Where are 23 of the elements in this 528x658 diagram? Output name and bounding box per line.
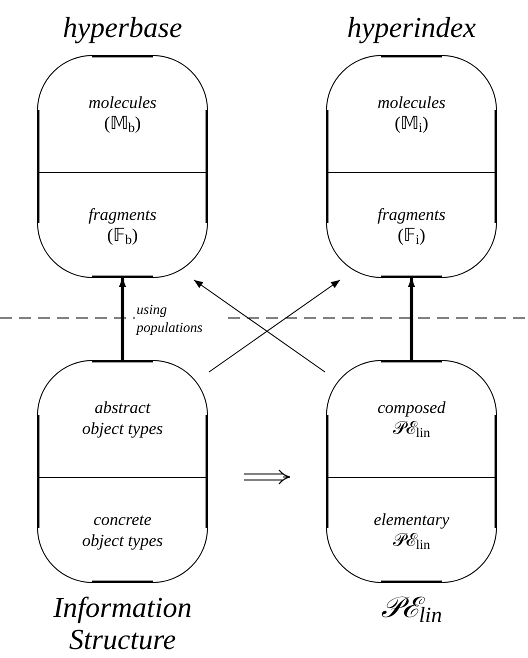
compartment-label: abstract object types <box>81 398 164 439</box>
compartment-label: fragments <box>88 204 156 225</box>
diagram-heading: hyperbase <box>62 13 184 45</box>
arrow <box>118 278 126 360</box>
diagram-heading: 𝒫ℰ$_{lin}$ <box>380 593 443 625</box>
compartment-label: (𝔽$_{b}$) <box>107 224 138 246</box>
compartment-label: concrete object types <box>81 510 164 551</box>
compartment-label: (𝕄$_{b}$) <box>104 112 141 134</box>
arrow <box>194 280 326 372</box>
diagram-heading: hyperindex <box>346 13 477 45</box>
compartment-label: molecules <box>88 92 156 113</box>
compartment-label: (𝔽$_{i}$) <box>398 224 426 246</box>
compartment-label: composed <box>378 398 446 418</box>
compartment-label: 𝒫ℰ$_{lin}$ <box>392 418 430 440</box>
compartment-label: 𝒫ℰ$_{lin}$ <box>392 530 430 552</box>
diagram-heading: Information Structure <box>52 593 193 657</box>
compartment-label: elementary <box>374 510 450 530</box>
compartment-label: (𝕄$_{i}$) <box>394 112 428 134</box>
double-arrow <box>244 469 291 485</box>
compartment-label: fragments <box>378 204 446 225</box>
compartment-label: molecules <box>378 92 446 113</box>
arrow <box>408 278 416 360</box>
arrow <box>208 280 340 372</box>
